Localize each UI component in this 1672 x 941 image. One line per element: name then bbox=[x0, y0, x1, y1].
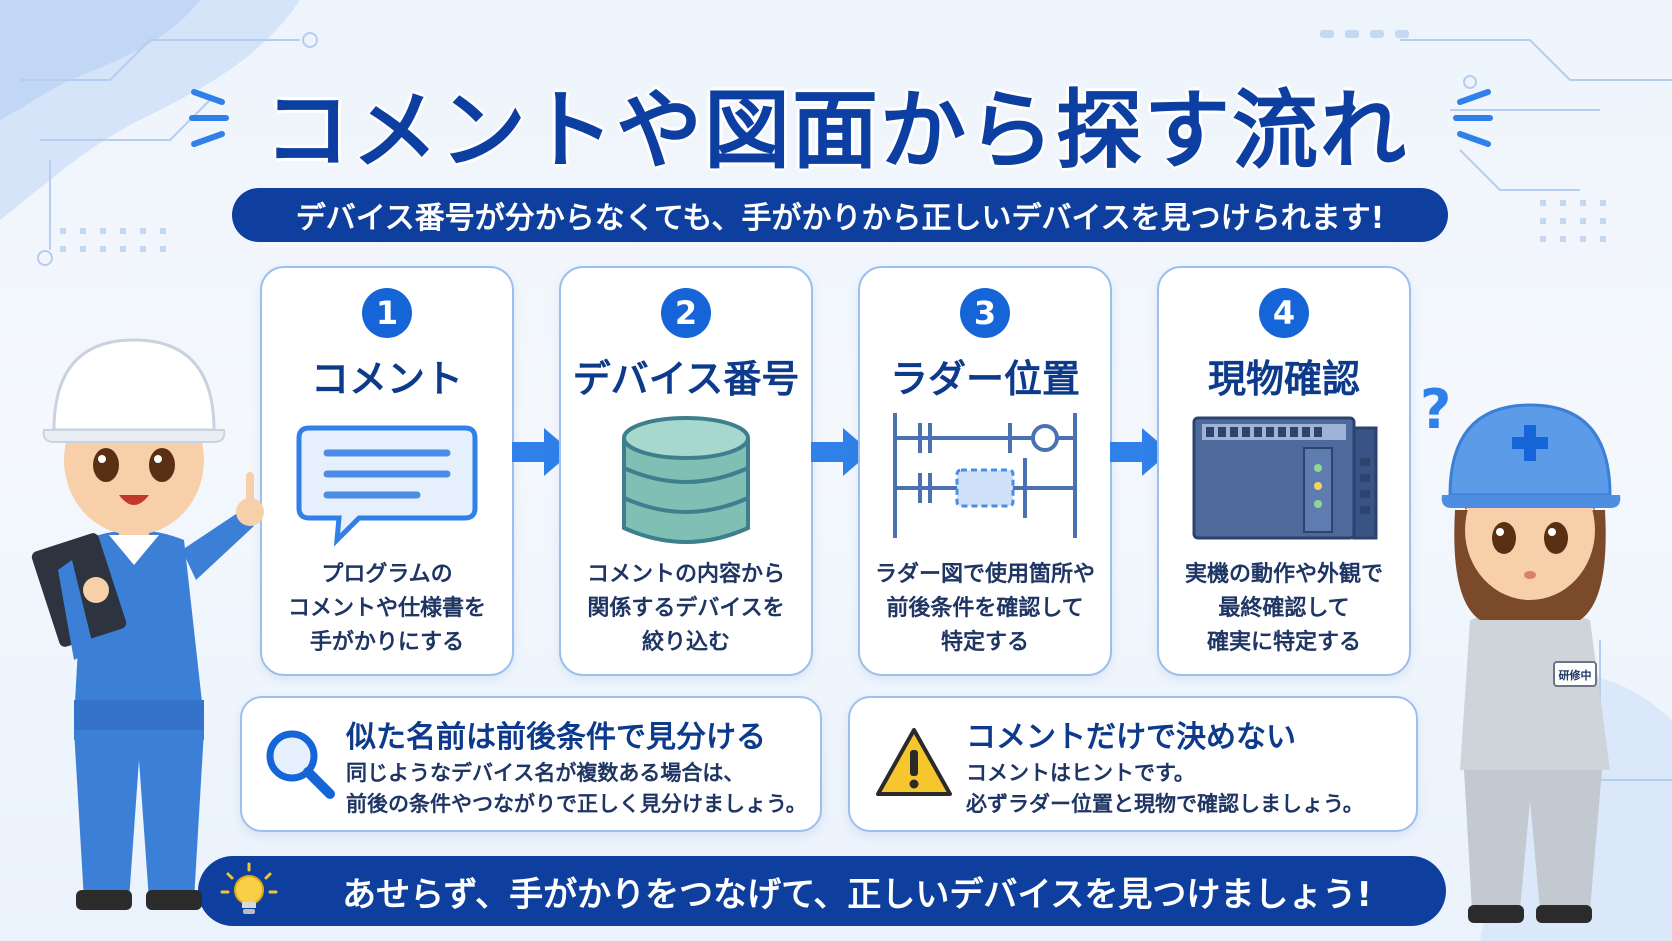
title-sparkle-left bbox=[189, 89, 229, 147]
step-number: 2 bbox=[661, 288, 711, 338]
tip-body: コメントはヒントです。 必ずラダー位置と現物で確認しましょう。 bbox=[966, 761, 1364, 816]
flow-arrow-2 bbox=[811, 428, 871, 476]
step-card-device-number: 2 デバイス番号 コメントの内容から 関係するデバイスを 絞り込む bbox=[559, 266, 813, 676]
step-title: コメント bbox=[310, 357, 463, 401]
bottom-message-bar: あせらず、手がかりをつなげて、正しいデバイスを見つけましょう! bbox=[198, 856, 1446, 926]
step-card-ladder-position: 3 ラダー位置 ラダー図で使用箇所や 前後条件を確認して 特定する bbox=[858, 266, 1112, 676]
subtitle-banner: デバイス番号が分からなくても、手がかりから正しいデバイスを見つけられます! bbox=[232, 188, 1448, 242]
tip-title: コメントだけで決めない bbox=[966, 720, 1296, 755]
magnifier-icon bbox=[266, 730, 335, 799]
database-icon bbox=[622, 416, 750, 544]
plc-device-icon bbox=[1192, 416, 1378, 540]
warning-icon bbox=[876, 728, 952, 796]
step-description: コメントの内容から 関係するデバイスを 絞り込む bbox=[586, 562, 785, 655]
tip-card-dont-rely-on-comments: コメントだけで決めない コメントはヒントです。 必ずラダー位置と現物で確認しまし… bbox=[848, 696, 1418, 832]
lightbulb-icon bbox=[220, 862, 278, 914]
flow-arrow-3 bbox=[1110, 428, 1170, 476]
comment-bubble-icon bbox=[296, 425, 478, 547]
ladder-diagram-icon bbox=[893, 413, 1077, 538]
step-description: 実機の動作や外観で 最終確認して 確実に特定する bbox=[1184, 562, 1383, 655]
subtitle-text: デバイス番号が分からなくても、手がかりから正しいデバイスを見つけられます! bbox=[295, 201, 1385, 236]
tip-body: 同じようなデバイス名が複数ある場合は、 前後の条件やつながりで正しく見分けましょ… bbox=[346, 761, 807, 816]
trainee-character-right: ? 研修中 bbox=[1420, 378, 1621, 923]
step-title: ラダー位置 bbox=[889, 357, 1080, 401]
step-number: 4 bbox=[1259, 288, 1309, 338]
step-title: 現物確認 bbox=[1207, 357, 1360, 401]
step-description: プログラムの コメントや仕様書を 手がかりにする bbox=[287, 562, 486, 655]
step-card-comment: 1 コメント プログラムの コメントや仕様書を 手がかりにする bbox=[260, 266, 514, 676]
step-description: ラダー図で使用箇所や 前後条件を確認して 特定する bbox=[874, 562, 1095, 655]
step-card-physical-check: 4 現物確認 実機の動作や外観で 最終確認して 確実に特定する bbox=[1157, 266, 1411, 676]
flow-arrow-1 bbox=[512, 428, 572, 476]
bottom-message: あせらず、手がかりをつなげて、正しいデバイスを見つけましょう! bbox=[342, 874, 1372, 915]
step-number: 1 bbox=[362, 288, 412, 338]
step-number: 3 bbox=[960, 288, 1010, 338]
page-title: コメントや図面から探す流れ bbox=[264, 81, 1408, 181]
title-sparkle-right bbox=[1453, 89, 1493, 147]
worker-character-left bbox=[31, 338, 264, 910]
step-title: デバイス番号 bbox=[572, 357, 800, 401]
tip-card-similar-names: 似た名前は前後条件で見分ける 同じようなデバイス名が複数ある場合は、 前後の条件… bbox=[240, 696, 822, 832]
trainee-badge: 研修中 bbox=[1559, 668, 1592, 682]
question-mark: ? bbox=[1420, 378, 1451, 441]
tip-title: 似た名前は前後条件で見分ける bbox=[346, 720, 766, 755]
